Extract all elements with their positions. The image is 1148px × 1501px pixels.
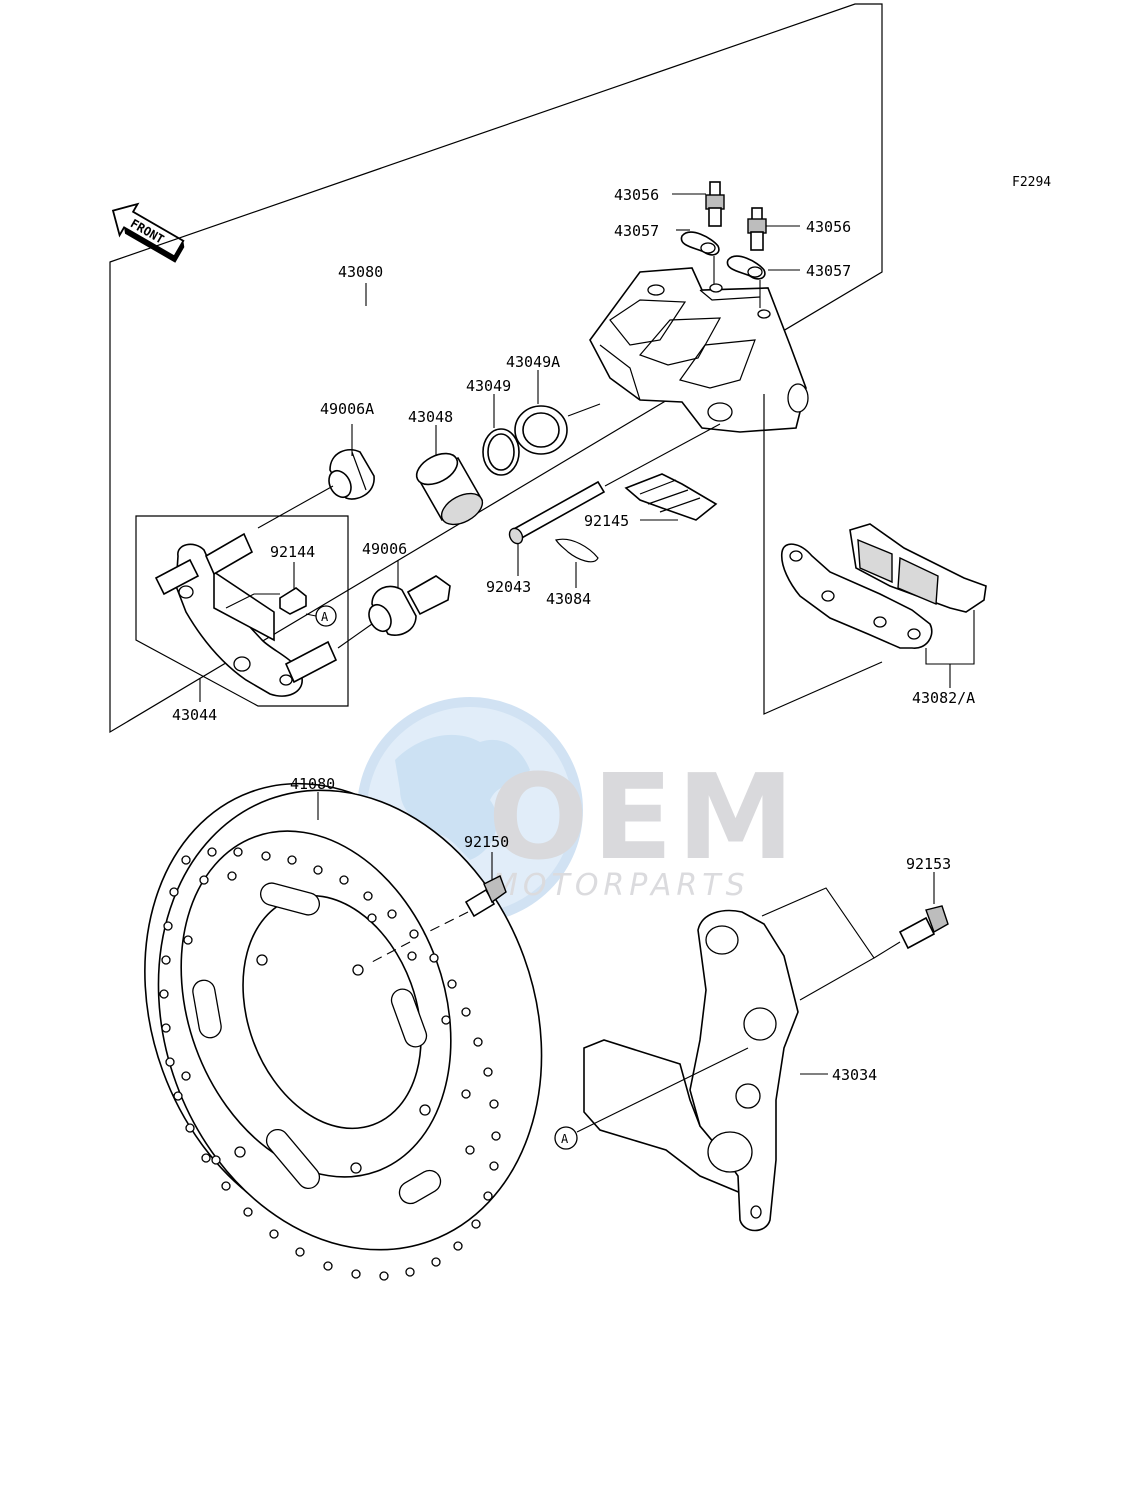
caliper-bracket-43044: [154, 532, 338, 697]
front-arrow-icon: FRONT: [111, 202, 185, 263]
boot-49006A: [328, 448, 375, 500]
clip-92144: [279, 587, 307, 615]
seal-43049: [482, 428, 520, 476]
pin-92043: [508, 480, 606, 545]
label-43082A: 43082/A: [912, 689, 975, 707]
caliper-bracket-43034: [583, 909, 799, 1232]
figure-code: F2294: [1012, 175, 1051, 190]
caliper-body: [589, 267, 809, 433]
label-43049A: 43049A: [506, 353, 560, 371]
clip-43084: [555, 538, 599, 563]
seal-43049A: [514, 405, 568, 455]
label-49006: 49006: [362, 540, 407, 558]
pad-spring-92145: [624, 473, 718, 521]
caliper-assembly-outline: [109, 3, 883, 734]
ref-marker-upper-label: A: [321, 610, 329, 624]
label-43057-left: 43057: [614, 222, 659, 240]
brake-pad-outer: [780, 543, 933, 649]
label-43048: 43048: [408, 408, 453, 426]
label-43056-left: 43056: [614, 186, 659, 204]
bolt-92153: [898, 905, 949, 950]
ref-marker-lower: A: [554, 1126, 578, 1150]
label-92153: 92153: [906, 855, 951, 873]
piston-43048: [415, 452, 484, 526]
disc-drill-holes: [159, 847, 501, 1281]
bracket-group-outline: [135, 515, 349, 707]
label-92144: 92144: [270, 543, 315, 561]
bleeder-cap-left: [680, 231, 720, 256]
pads-leader-bracket: [763, 394, 883, 715]
label-43056-right: 43056: [806, 218, 851, 236]
label-43057-right: 43057: [806, 262, 851, 280]
watermark-brand: OEM: [488, 748, 798, 886]
label-43080: 43080: [338, 263, 383, 281]
boot-49006: [368, 575, 451, 636]
ref-marker-lower-label: A: [561, 1132, 569, 1146]
brake-disc-41080: [144, 782, 543, 1281]
brake-pad-inner: [849, 523, 987, 613]
watermark-tagline: MOTORPARTS: [492, 868, 750, 903]
label-43044: 43044: [172, 706, 217, 724]
label-92150: 92150: [464, 833, 509, 851]
label-92043: 92043: [486, 578, 531, 596]
label-92145: 92145: [584, 512, 629, 530]
ref-marker-upper: A: [315, 605, 337, 627]
label-41080: 41080: [290, 775, 335, 793]
bolt-92150: [464, 875, 507, 918]
label-43084: 43084: [546, 590, 591, 608]
bleeder-valve-left: [705, 181, 725, 227]
label-43049: 43049: [466, 377, 511, 395]
bleeder-cap-right: [726, 255, 766, 280]
label-49006A: 49006A: [320, 400, 374, 418]
bleeder-valve-right: [747, 207, 767, 251]
label-43034: 43034: [832, 1066, 877, 1084]
